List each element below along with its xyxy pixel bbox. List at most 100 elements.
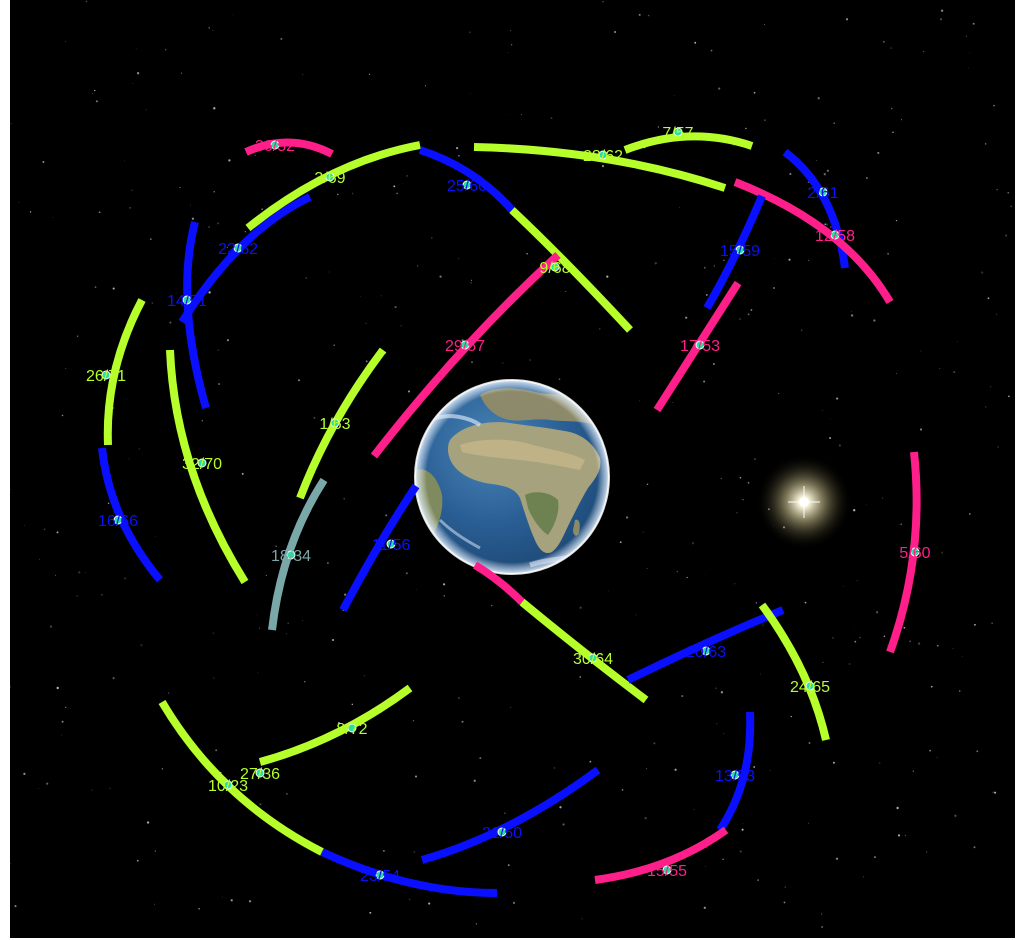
satellite-marker-icon[interactable] [462,180,472,190]
satellite-18-34[interactable]: 18/34 [271,548,311,565]
satellite-17-53[interactable]: 17/53 [680,338,720,355]
satellite-8-72[interactable]: 8/72 [336,721,367,738]
satellite-label: 11/56 [372,537,411,554]
scene-viewer[interactable]: 36/52 3/69 25/60 28/62 7/57 2/61 12/58 22/62 15/… [10,0,1015,938]
satellite-marker-icon[interactable] [347,723,357,733]
satellite-marker-icon[interactable] [113,515,123,525]
satellite-label: 23/54 [360,868,400,885]
satellite-marker-icon[interactable] [735,245,745,255]
satellite-marker-icon[interactable] [701,646,711,656]
satellite-label: 22/62 [218,241,258,258]
satellite-label: 21/50 [482,825,522,842]
satellite-label: 17/53 [680,338,720,355]
satellite-marker-icon[interactable] [818,187,828,197]
satellite-13-53[interactable]: 13/53 [715,768,755,785]
satellite-marker-icon[interactable] [255,768,265,778]
orbit-arc [653,280,742,413]
satellite-14-51[interactable]: 14/51 [167,293,207,310]
satellite-21-50[interactable]: 21/50 [482,825,522,842]
satellite-label: 15/55 [647,863,687,880]
satellite-marker-icon[interactable] [101,370,111,380]
satellite-marker-icon[interactable] [182,295,192,305]
satellite-marker-icon[interactable] [598,150,608,160]
satellite-label: 32/70 [182,456,222,473]
satellite-label: 3/69 [314,170,345,187]
satellite-36-52[interactable]: 36/52 [255,138,295,155]
satellite-layer[interactable]: 36/52 3/69 25/60 28/62 7/57 2/61 12/58 22/62 15/… [86,125,931,885]
earth-icon [414,379,610,575]
satellite-marker-icon[interactable] [286,550,296,560]
satellite-15-55[interactable]: 15/55 [647,863,687,880]
orbit-arc [623,132,754,154]
satellite-label: 28/62 [583,148,623,165]
satellite-marker-icon[interactable] [910,547,920,557]
satellite-label: 29/57 [445,338,485,355]
satellite-label: 30/64 [573,651,613,668]
satellite-20-63[interactable]: 20/63 [686,644,726,661]
satellite-label: 2/61 [807,185,838,202]
orbit-arc [166,349,249,585]
orbit-arc [178,193,312,325]
orbit-arc [472,561,525,605]
satellite-30-64[interactable]: 30/64 [573,651,613,668]
satellite-27-36[interactable]: 27/36 [240,766,280,783]
satellite-29-57[interactable]: 29/57 [445,338,485,355]
satellite-marker-icon[interactable] [497,827,507,837]
satellite-marker-icon[interactable] [197,458,207,468]
satellite-label: 13/53 [715,768,755,785]
satellite-marker-icon[interactable] [588,653,598,663]
satellite-label: 12/58 [815,228,855,245]
satellite-9-68[interactable]: 9/68 [539,260,570,277]
satellite-5-60[interactable]: 5/60 [899,545,930,562]
satellite-7-57[interactable]: 7/57 [662,125,693,142]
satellite-marker-icon[interactable] [386,539,396,549]
satellite-10-23[interactable]: 10/23 [208,778,248,795]
satellite-marker-icon[interactable] [730,770,740,780]
satellite-label: 14/51 [167,293,207,310]
satellite-label: 10/23 [208,778,248,795]
satellite-marker-icon[interactable] [550,262,560,272]
satellite-28-62[interactable]: 28/62 [583,148,623,165]
satellite-25-60[interactable]: 25/60 [447,178,487,195]
satellite-label: 7/57 [662,125,693,142]
satellite-marker-icon[interactable] [330,418,340,428]
satellite-label: 25/60 [447,178,487,195]
orbit-arc [733,178,894,305]
satellite-label: 24/65 [790,679,830,696]
satellite-32-70[interactable]: 32/70 [182,456,222,473]
satellite-23-54[interactable]: 23/54 [360,868,400,885]
orbit-arc [782,148,849,269]
satellite-marker-icon[interactable] [460,340,470,350]
satellite-marker-icon[interactable] [325,172,335,182]
satellite-1-63[interactable]: 1/63 [319,416,350,433]
satellite-marker-icon[interactable] [233,243,243,253]
satellite-label: 5/60 [899,545,930,562]
satellite-15-59[interactable]: 15/59 [720,243,760,260]
satellite-marker-icon[interactable] [830,230,840,240]
satellite-3-69[interactable]: 3/69 [314,170,345,187]
satellite-12-58[interactable]: 12/58 [815,228,855,245]
satellite-2-61[interactable]: 2/61 [807,185,838,202]
satellite-marker-icon[interactable] [673,127,683,137]
orbit-arc [420,766,601,864]
satellite-label: 20/63 [686,644,726,661]
satellite-marker-icon[interactable] [662,865,672,875]
satellite-marker-icon[interactable] [223,780,233,790]
satellite-marker-icon[interactable] [805,681,815,691]
satellite-marker-icon[interactable] [695,340,705,350]
orbit-scene[interactable]: 36/52 3/69 25/60 28/62 7/57 2/61 12/58 22/62 15/… [10,0,1015,938]
satellite-marker-icon[interactable] [270,140,280,150]
satellite-16-66[interactable]: 16/66 [98,513,138,530]
satellite-label: 27/36 [240,766,280,783]
satellite-24-65[interactable]: 24/65 [790,679,830,696]
orbit-arc [703,194,766,311]
sun-icon [756,454,852,550]
orbit-arc [183,221,210,410]
orbit-arc [594,826,729,884]
satellite-26-71[interactable]: 26/71 [86,368,126,385]
orbit-arc [339,483,420,612]
satellite-11-56[interactable]: 11/56 [372,537,411,554]
orbit-arc [509,207,633,333]
satellite-22-62[interactable]: 22/62 [218,241,258,258]
satellite-marker-icon[interactable] [375,870,385,880]
